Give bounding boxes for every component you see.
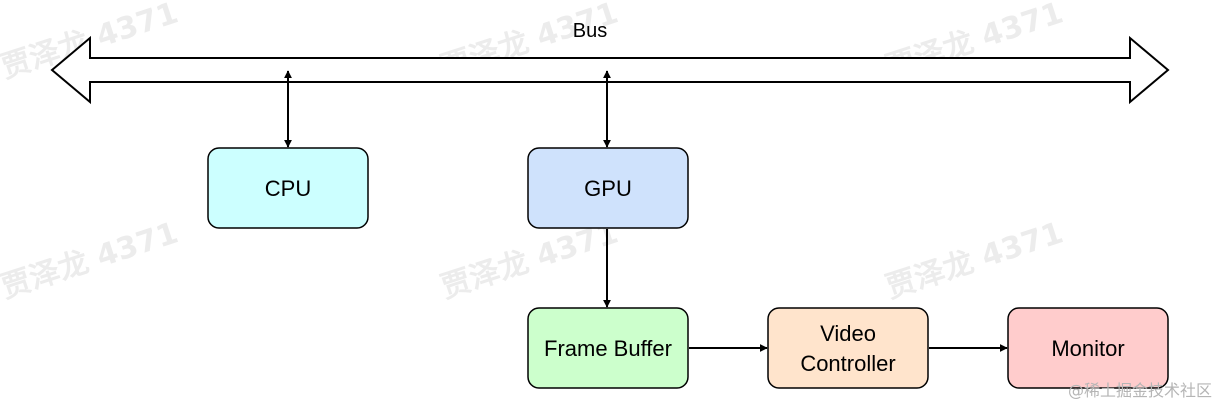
gpu-node: GPU: [527, 147, 689, 229]
bus-arrow: [50, 35, 1170, 105]
bus-label: Bus: [573, 20, 607, 42]
monitor-node: Monitor: [1007, 307, 1169, 389]
video-controller-label-line2: Controller: [800, 351, 895, 376]
watermark-text: 贾泽龙 4371: [882, 215, 1068, 305]
cpu-label: CPU: [265, 176, 311, 201]
video-controller-box: [767, 307, 929, 389]
monitor-label: Monitor: [1051, 336, 1124, 361]
gpu-label: GPU: [584, 176, 632, 201]
frame-buffer-node: Frame Buffer: [527, 307, 689, 389]
watermark-text: 贾泽龙 4371: [437, 215, 623, 305]
video-controller-node: Video Controller: [767, 307, 929, 389]
credit-text: @稀土掘金技术社区: [1068, 381, 1212, 400]
frame-buffer-box: [527, 307, 689, 389]
monitor-box: [1007, 307, 1169, 389]
gpu-box: [527, 147, 689, 229]
cpu-node: CPU: [207, 147, 369, 229]
watermark-text: 贾泽龙 4371: [0, 215, 182, 305]
connectors: [284, 70, 1008, 352]
frame-buffer-label: Frame Buffer: [544, 336, 672, 361]
cpu-box: [207, 147, 369, 229]
video-controller-label-line1: Video: [820, 321, 876, 346]
